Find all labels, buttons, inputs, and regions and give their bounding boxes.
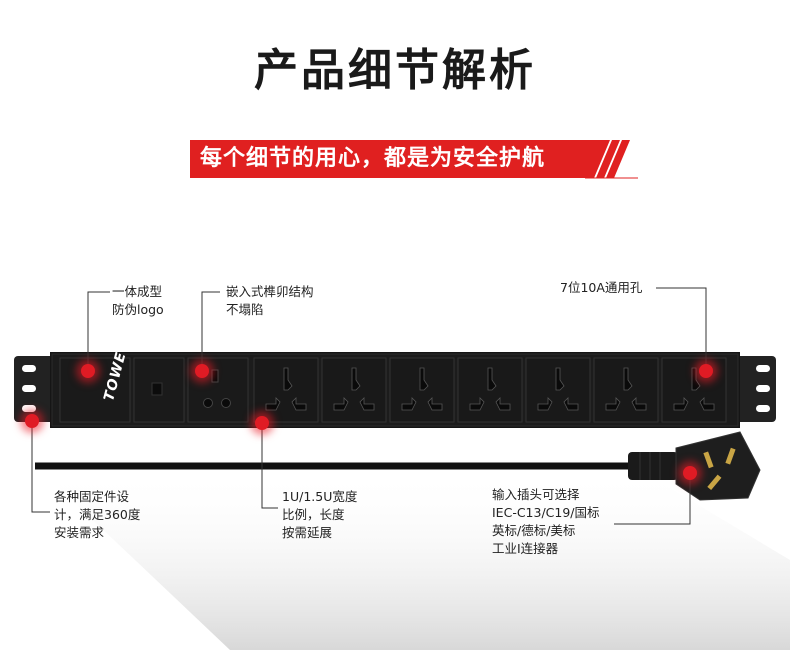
callout-width: 1U/1.5U宽度 比例，长度 按需延展 bbox=[282, 488, 357, 542]
callout-line: 各种固定件设 bbox=[54, 489, 130, 504]
callout-line: 7位10A通用孔 bbox=[560, 280, 643, 295]
callout-line: 英标/德标/美标 bbox=[492, 523, 576, 538]
callout-line: 工业I连接器 bbox=[492, 541, 559, 556]
callout-line: 比例，长度 bbox=[282, 507, 345, 522]
callout-line: 嵌入式榫卯结构 bbox=[226, 284, 314, 299]
marker-embedded bbox=[195, 364, 209, 378]
marker-fixing bbox=[25, 414, 39, 428]
callout-line: 不塌陷 bbox=[226, 302, 264, 317]
input-plug bbox=[628, 431, 761, 501]
marker-sockets bbox=[699, 364, 713, 378]
marker-plug bbox=[683, 466, 697, 480]
banner-background bbox=[190, 140, 638, 179]
callout-logo: 一体成型 防伪logo bbox=[112, 283, 164, 319]
marker-logo bbox=[81, 364, 95, 378]
callout-sockets: 7位10A通用孔 bbox=[560, 279, 642, 297]
callout-line: 一体成型 bbox=[112, 284, 163, 299]
callout-plug: 输入插头可选择 IEC-C13/C19/国标 英标/德标/美标 工业I连接器 bbox=[492, 486, 600, 558]
callout-embedded: 嵌入式榫卯结构 不塌陷 bbox=[226, 283, 314, 319]
callout-line: 计，满足360度 bbox=[54, 507, 141, 522]
callout-line: IEC-C13/C19/国标 bbox=[492, 505, 600, 520]
callout-line: 按需延展 bbox=[282, 525, 333, 540]
callout-line: 1U/1.5U宽度 bbox=[282, 489, 358, 504]
callout-line: 输入插头可选择 bbox=[492, 487, 580, 502]
left-mounting-bracket bbox=[14, 356, 56, 422]
page-title: 产品细节解析 bbox=[254, 45, 536, 96]
right-mounting-bracket bbox=[734, 356, 776, 422]
universal-sockets bbox=[253, 357, 727, 423]
banner-slogan: 每个细节的用心，都是为安全护航 bbox=[200, 146, 546, 171]
callout-line: 防伪logo bbox=[112, 302, 164, 317]
callout-fixing: 各种固定件设 计，满足360度 安装需求 bbox=[54, 488, 140, 542]
callout-line: 安装需求 bbox=[54, 525, 105, 540]
marker-width bbox=[255, 416, 269, 430]
